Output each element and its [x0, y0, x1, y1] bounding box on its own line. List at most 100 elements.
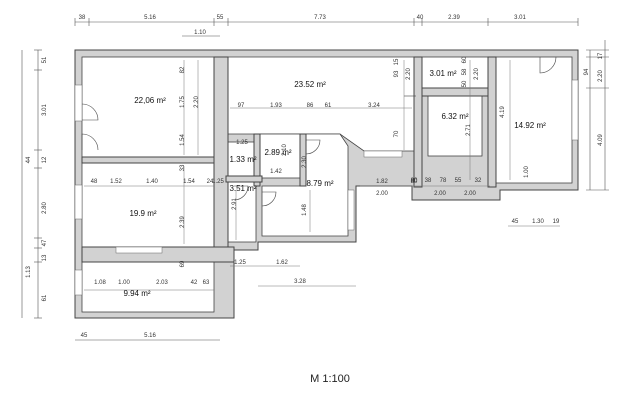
dim-label: 3.01 [42, 104, 48, 116]
dim-label: 2.20 [406, 68, 412, 80]
room-area-3: 3.01 m² [429, 69, 456, 78]
dim-label: 19 [553, 219, 560, 225]
window [571, 79, 579, 141]
dim-label: 69 [180, 260, 186, 267]
dim-label: 2.00 [376, 191, 388, 197]
room-area-8: 8.79 m² [306, 179, 333, 188]
bottom-dimensions: 45 5.16 3.28 [81, 279, 307, 339]
dim-label: 50 [462, 80, 468, 87]
windows [74, 79, 579, 296]
dim-label: 80 [411, 179, 418, 185]
room-floor-11 [81, 261, 215, 313]
dim-label: 4.09 [598, 134, 604, 146]
window [74, 84, 83, 122]
partition-wall [253, 133, 261, 187]
dim-label: 1.10 [194, 30, 206, 36]
window [115, 246, 163, 254]
door-swing [81, 103, 99, 121]
dim-label: 61 [42, 294, 48, 301]
dim-label: 48 [91, 179, 98, 185]
dim-label: 2.20 [194, 96, 200, 108]
dim-label: 17 [598, 52, 604, 59]
dim-label: 55 [217, 15, 224, 21]
dim-label: 3.01 [514, 15, 526, 21]
dim-label: 1.62 [276, 260, 288, 266]
dim-label: 1.42 [270, 169, 282, 175]
dim-label: 1.82 [376, 179, 388, 185]
dim-label: 55 [455, 178, 462, 184]
dim-label: 86 [307, 103, 314, 109]
top-dimensions: 38 5.16 55 7.73 40 2.39 3.01 1.10 [79, 15, 527, 36]
room-area-11: 9.94 m² [123, 289, 150, 298]
dim-label: 1.13 [26, 266, 32, 278]
dim-label: 5.16 [144, 333, 156, 339]
window [74, 184, 83, 220]
dim-label: 2.00 [434, 191, 446, 197]
partition-wall [299, 133, 307, 187]
dim-label: 61 [325, 103, 332, 109]
dim-label: 60 [462, 56, 468, 63]
dim-label: 47 [42, 239, 48, 246]
dim-label: 2.10 [282, 144, 288, 156]
dim-label: 2.39 [180, 216, 186, 228]
dim-label: 1.93 [270, 103, 282, 109]
room-floor-8 [261, 133, 349, 237]
dim-label: 38 [79, 15, 86, 21]
scale-label: M 1:100 [310, 373, 350, 385]
exterior-dimension-lines [21, 21, 606, 341]
partition-wall [413, 56, 423, 188]
partition-wall [81, 156, 215, 164]
dim-label: 42 [191, 280, 198, 286]
dim-label: 44 [26, 156, 32, 163]
window [347, 189, 355, 231]
window [74, 269, 83, 296]
dim-label: 78 [440, 178, 447, 184]
right-dimensions: 94 17 2.20 4.09 [584, 52, 604, 146]
dim-label: 2.30 [302, 156, 308, 168]
dim-label: 94 [584, 68, 590, 75]
dim-label: 2.03 [156, 280, 168, 286]
dimension-ticks [34, 18, 609, 319]
left-dimensions: 51 3.01 12 2.80 47 13 61 1.13 44 [26, 56, 48, 301]
room-floor-6 [225, 141, 255, 177]
partition-wall [225, 175, 263, 183]
dim-label: 1.75 [180, 96, 186, 108]
room-floor-4 [427, 95, 483, 157]
dim-label: 82 [180, 66, 186, 73]
room-floor-10 [81, 162, 215, 248]
dim-label: 45 [512, 219, 519, 225]
room-floors [81, 56, 573, 313]
dim-label: 5.16 [144, 15, 156, 21]
room-area-2: 23.52 m² [294, 80, 326, 89]
dim-label: 15 [394, 58, 400, 65]
door-swing [539, 56, 557, 74]
room-area-1: 22,06 m² [134, 96, 166, 105]
dim-label: 1.30 [532, 219, 544, 225]
door-swing [233, 185, 249, 201]
dim-label: 12 [42, 156, 48, 163]
dim-label: 63 [203, 280, 210, 286]
dim-label: 1.25 [212, 179, 224, 185]
dim-label: 2.80 [42, 202, 48, 214]
room-area-9: 3.51 m² [229, 184, 256, 193]
dim-label: 40 [417, 15, 424, 21]
room-floor-9 [225, 181, 257, 243]
dim-label: 2.91 [232, 198, 238, 210]
dim-label: 58 [462, 68, 468, 75]
dim-label: 32 [475, 178, 482, 184]
dim-label: 1.25 [236, 140, 248, 146]
partition-wall [487, 56, 497, 188]
dim-label: 1.48 [302, 204, 308, 216]
dim-label: 13 [42, 254, 48, 261]
room-area-6: 1.33 m² [229, 155, 256, 164]
dim-label: 1.00 [118, 280, 130, 286]
dim-label: 1.54 [180, 134, 186, 146]
dim-label: 80 [411, 178, 418, 184]
dim-label: 24 [207, 179, 214, 185]
dim-label: 2.71 [466, 124, 472, 136]
room-area-10: 19.9 m² [129, 209, 156, 218]
room-area-7: 2.89 m² [264, 148, 291, 157]
dim-label: 1.40 [146, 179, 158, 185]
